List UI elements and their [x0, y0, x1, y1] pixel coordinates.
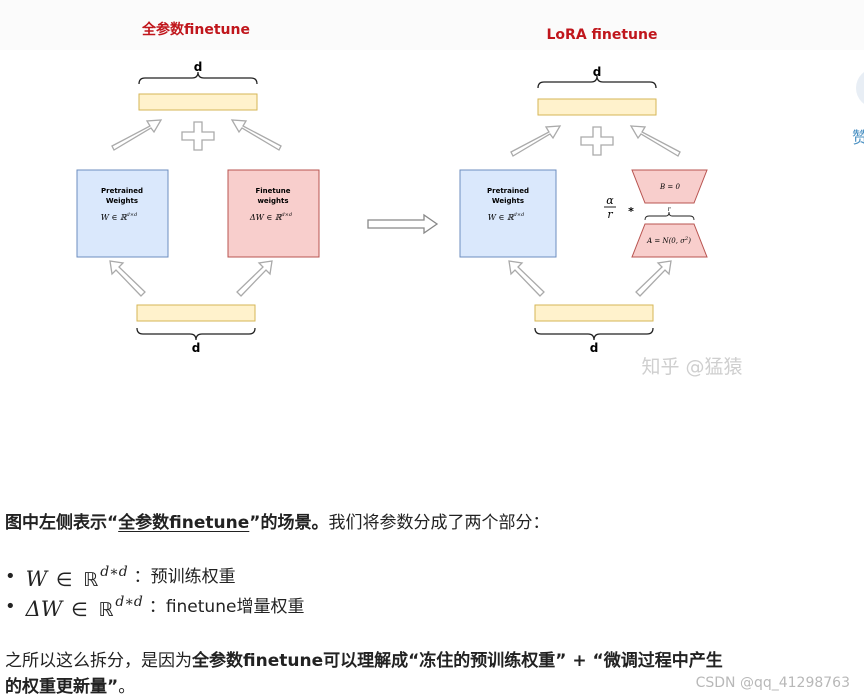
sidebar-avatar[interactable]	[856, 68, 864, 108]
pretrained-label-2: Weights	[106, 197, 138, 205]
pretrained-label-1: Pretrained	[487, 187, 529, 195]
finetune-formula: ΔW ∈ ℝd×d	[249, 212, 292, 222]
finetune-weights-box	[227, 169, 320, 258]
lora-b-matrix	[631, 169, 708, 204]
lora-a-matrix	[631, 223, 708, 258]
pretrained-weights-box-left	[76, 169, 169, 258]
arrow-right-icon	[367, 213, 439, 235]
bottom-brace-left	[136, 327, 256, 341]
reason-lead: 之所以这么拆分，是因为	[5, 651, 192, 671]
r-brace	[644, 211, 695, 221]
pretrained-label-1: Pretrained	[101, 187, 143, 195]
top-d-left: d	[194, 60, 203, 74]
pretrained-weights-box-right	[459, 169, 557, 258]
pretrained-formula: W ∈ ℝd×d	[101, 212, 137, 222]
intro-bold-underline: 全参数finetune	[118, 513, 250, 533]
finetune-label-1: Finetune	[256, 187, 291, 195]
input-bar-right	[534, 304, 654, 322]
input-bar-left	[136, 304, 256, 322]
plus-icon-right	[580, 126, 614, 156]
arrow-up-icon	[109, 260, 273, 297]
intro-bold-b: ”的场景。	[249, 513, 329, 533]
pretrained-label-2: Weights	[492, 197, 524, 205]
output-bar-left	[138, 93, 258, 111]
plus-icon-left	[181, 121, 215, 151]
top-brace-right	[537, 75, 657, 89]
top-brace-left	[138, 71, 258, 85]
formula-w-desc: ：预训练权重	[133, 567, 236, 587]
intro-bold-a: 图中左侧表示“	[5, 513, 119, 533]
arrow-up-icon	[508, 260, 672, 297]
right-title: LoRA finetune	[547, 27, 658, 43]
r-label: r	[668, 206, 672, 213]
csdn-watermark: CSDN @qq_41298763	[695, 675, 850, 691]
finetune-label-2: weights	[257, 197, 288, 205]
sidebar-like-label[interactable]: 赞	[852, 128, 864, 147]
intro-rest: 我们将参数分成了两个部分：	[328, 513, 550, 533]
lora-diagram: 全参数finetune d Pretrained Weights W ∈ ℝd×…	[76, 21, 743, 378]
pretrained-formula: W ∈ ℝd×d	[488, 212, 524, 222]
formula-delta-w-desc: ：finetune增量权重	[148, 597, 305, 617]
lora-b-label: B = 0	[659, 183, 680, 191]
left-title: 全参数finetune	[141, 21, 250, 38]
star-symbol: *	[628, 205, 634, 218]
output-bar-right	[537, 98, 657, 116]
bottom-brace-right	[534, 327, 654, 341]
r-denominator: r	[607, 208, 613, 221]
top-d-right: d	[593, 65, 602, 79]
intro-paragraph: 图中左侧表示“全参数finetune”的场景。我们将参数分成了两个部分：	[5, 510, 825, 536]
zhihu-watermark: 知乎 @猛猿	[641, 356, 742, 378]
alpha-symbol: α	[606, 194, 614, 207]
reason-bold: 全参数finetune可以理解成“冻住的预训练权重” + “微调过程中产生	[192, 651, 723, 671]
lora-a-label: A = N(0, σ2)	[646, 236, 691, 245]
reason-paragraph: 之所以这么拆分，是因为全参数finetune可以理解成“冻住的预训练权重” + …	[5, 648, 825, 700]
reason-bold-2: 的权重更新量”	[5, 677, 119, 697]
bullet-dot-icon: •	[5, 566, 16, 587]
reason-end: 。	[118, 677, 136, 697]
bullet-dot-icon: •	[5, 596, 16, 617]
bottom-d-right: d	[590, 341, 599, 355]
bottom-d-left: d	[192, 341, 201, 355]
arrow-up-icon	[111, 119, 282, 151]
arrow-up-icon	[510, 125, 681, 157]
diagram-svg: 全参数finetune d Pretrained Weights W ∈ ℝd×…	[76, 21, 743, 378]
